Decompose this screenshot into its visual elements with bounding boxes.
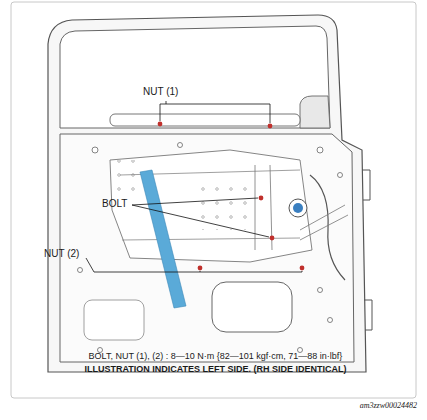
lower-cutout [212,282,292,332]
wire-harness [310,175,345,280]
door-outline [48,15,366,372]
hinge [362,170,372,330]
callout-label: NUT (2) [44,248,79,260]
window-opening [60,26,330,128]
glass-channel [140,170,186,308]
frame-border [11,2,416,398]
side-note: ILLUSTRATION INDICATES LEFT SIDE. (RH SI… [84,364,346,374]
leader-line [86,101,302,272]
speaker-marker [293,203,303,213]
torque-spec: BOLT, NUT (1), (2) : 8—10 N·m {82—101 kg… [89,351,343,361]
figure-code: am3zzw00024482 [360,401,417,410]
mirror-mount [300,96,330,128]
speaker-hole [289,199,307,217]
inner-panel [60,134,354,362]
regulator-plate [110,150,312,262]
callout-label: BOLT [102,198,127,210]
regulator-rail [255,165,272,250]
callout-label: NUT (1) [143,86,178,98]
fastener-point [158,122,305,271]
